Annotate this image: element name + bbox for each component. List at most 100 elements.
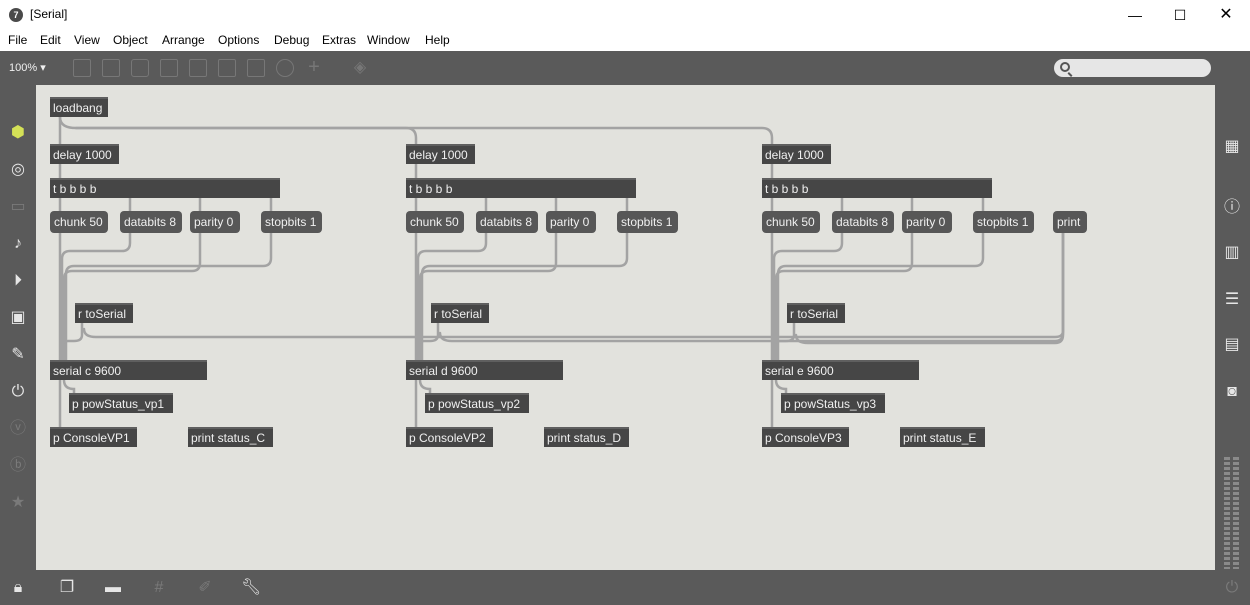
panel-icon[interactable]: ▭ <box>10 198 26 215</box>
trigger-object[interactable]: t b b b b <box>762 178 992 198</box>
stopbits-message[interactable]: stopbits 1 <box>617 211 678 233</box>
star-icon[interactable]: ★ <box>10 494 26 511</box>
patch-cord[interactable] <box>794 231 1065 345</box>
patch-cord[interactable] <box>60 231 132 362</box>
paint-bucket-icon[interactable]: ◈ <box>353 59 367 76</box>
chunk-message[interactable]: chunk 50 <box>406 211 464 233</box>
new-slider-icon[interactable] <box>247 59 265 77</box>
zoom-level[interactable]: 100% ▾ <box>9 62 46 74</box>
parity-message[interactable]: parity 0 <box>190 211 240 233</box>
list-icon[interactable]: ☰ <box>1224 291 1240 308</box>
patch-cord[interactable] <box>62 378 76 395</box>
stopbits-message[interactable]: stopbits 1 <box>261 211 322 233</box>
databits-message[interactable]: databits 8 <box>120 211 182 233</box>
new-play-icon[interactable] <box>218 59 236 77</box>
console-subpatch[interactable]: p ConsoleVP1 <box>50 427 137 447</box>
patch-cord[interactable] <box>416 231 488 362</box>
serial-object[interactable]: serial e 9600 <box>762 360 919 380</box>
lock-icon[interactable]: 🔒︎ <box>13 579 23 596</box>
patch-cord[interactable] <box>60 321 84 362</box>
menu-extras[interactable]: Extras <box>322 33 357 47</box>
grid-icon[interactable]: ▦ <box>1224 138 1240 155</box>
maximize-button[interactable]: ☐ <box>1173 7 1187 23</box>
powstatus-subpatch[interactable]: p powStatus_vp3 <box>781 393 885 413</box>
new-dial-icon[interactable] <box>276 59 294 77</box>
music-note-icon[interactable]: ♪ <box>14 235 22 252</box>
stopbits-message[interactable]: stopbits 1 <box>973 211 1034 233</box>
paperclip-icon[interactable]: ✎ <box>11 346 25 363</box>
receive-object[interactable]: r toSerial <box>431 303 489 323</box>
new-message-icon[interactable] <box>102 59 120 77</box>
patch-cord[interactable] <box>438 231 1065 343</box>
edit-pin-icon[interactable]: ✐ <box>198 579 212 596</box>
menu-help[interactable]: Help <box>425 33 450 47</box>
new-button-icon[interactable] <box>160 59 178 77</box>
object-cube-icon[interactable]: ⬢ <box>11 124 25 141</box>
info-icon[interactable]: ⓘ <box>1223 199 1240 216</box>
menu-options[interactable]: Options <box>218 33 260 47</box>
trigger-object[interactable]: t b b b b <box>50 178 280 198</box>
print-message[interactable]: print <box>1053 211 1087 233</box>
patch-cord[interactable] <box>772 231 844 362</box>
serial-object[interactable]: serial c 9600 <box>50 360 207 380</box>
close-button[interactable]: ✕ <box>1219 6 1233 23</box>
trigger-object[interactable]: t b b b b <box>406 178 636 198</box>
menu-debug[interactable]: Debug <box>274 33 310 47</box>
target-icon[interactable]: ◎ <box>11 161 25 178</box>
patch-cord[interactable] <box>776 231 985 362</box>
add-object-icon[interactable]: + <box>308 56 320 78</box>
power-icon[interactable]: ⏻ <box>1225 579 1239 596</box>
patcher-canvas[interactable]: loadbang print delay 1000 t b b b b chun… <box>36 85 1215 570</box>
wrench-icon[interactable]: 🔧︎ <box>241 579 262 596</box>
print-status-object[interactable]: print status_E <box>900 427 985 447</box>
menu-view[interactable]: View <box>74 33 100 47</box>
new-comment-icon[interactable] <box>131 59 149 77</box>
delay-object[interactable]: delay 1000 <box>406 144 475 164</box>
delay-object[interactable]: delay 1000 <box>50 144 119 164</box>
media-icon[interactable]: ⏵ <box>13 272 22 289</box>
b-circle-icon[interactable]: ⓑ <box>9 457 26 474</box>
new-toggle-icon[interactable] <box>189 59 207 77</box>
powstatus-subpatch[interactable]: p powStatus_vp1 <box>69 393 173 413</box>
databits-message[interactable]: databits 8 <box>476 211 538 233</box>
presentation-icon[interactable]: ▬ <box>105 579 121 596</box>
camera-icon[interactable]: ◙ <box>1227 383 1237 400</box>
image-icon[interactable]: ▣ <box>10 309 26 326</box>
receive-object[interactable]: r toSerial <box>75 303 133 323</box>
delay-object[interactable]: delay 1000 <box>762 144 831 164</box>
patch-cord[interactable] <box>64 231 273 362</box>
receive-object[interactable]: r toSerial <box>787 303 845 323</box>
reference-icon[interactable]: ▤ <box>1224 336 1240 353</box>
print-status-object[interactable]: print status_D <box>544 427 629 447</box>
patch-cord[interactable] <box>774 378 788 395</box>
parity-message[interactable]: parity 0 <box>902 211 952 233</box>
book-icon[interactable]: ▥ <box>1224 244 1240 261</box>
menu-file[interactable]: File <box>8 33 28 47</box>
patch-cord[interactable] <box>418 378 432 395</box>
print-status-object[interactable]: print status_C <box>188 427 273 447</box>
menu-object[interactable]: Object <box>113 33 148 47</box>
databits-message[interactable]: databits 8 <box>832 211 894 233</box>
v-circle-icon[interactable]: ⓥ <box>9 420 26 437</box>
console-subpatch[interactable]: p ConsoleVP2 <box>406 427 493 447</box>
serial-object[interactable]: serial d 9600 <box>406 360 563 380</box>
menu-window[interactable]: Window <box>367 33 410 47</box>
parity-message[interactable]: parity 0 <box>546 211 596 233</box>
search-input[interactable] <box>1054 59 1211 77</box>
minimize-button[interactable]: — <box>1128 7 1142 23</box>
chunk-message[interactable]: chunk 50 <box>762 211 820 233</box>
powstatus-subpatch[interactable]: p powStatus_vp2 <box>425 393 529 413</box>
menu-arrange[interactable]: Arrange <box>162 33 205 47</box>
plug-icon[interactable]: ⏻ <box>11 383 25 400</box>
patch-cord[interactable] <box>82 231 1065 339</box>
patch-cord[interactable] <box>74 126 774 146</box>
grid-snap-icon[interactable]: # <box>154 579 164 596</box>
windows-icon[interactable]: ❐ <box>59 579 75 596</box>
patch-cord[interactable] <box>58 115 418 146</box>
menu-edit[interactable]: Edit <box>40 33 61 47</box>
chunk-message[interactable]: chunk 50 <box>50 211 108 233</box>
patch-cord[interactable] <box>420 231 629 362</box>
new-object-icon[interactable] <box>73 59 91 77</box>
loadbang-object[interactable]: loadbang <box>50 97 108 117</box>
console-subpatch[interactable]: p ConsoleVP3 <box>762 427 849 447</box>
